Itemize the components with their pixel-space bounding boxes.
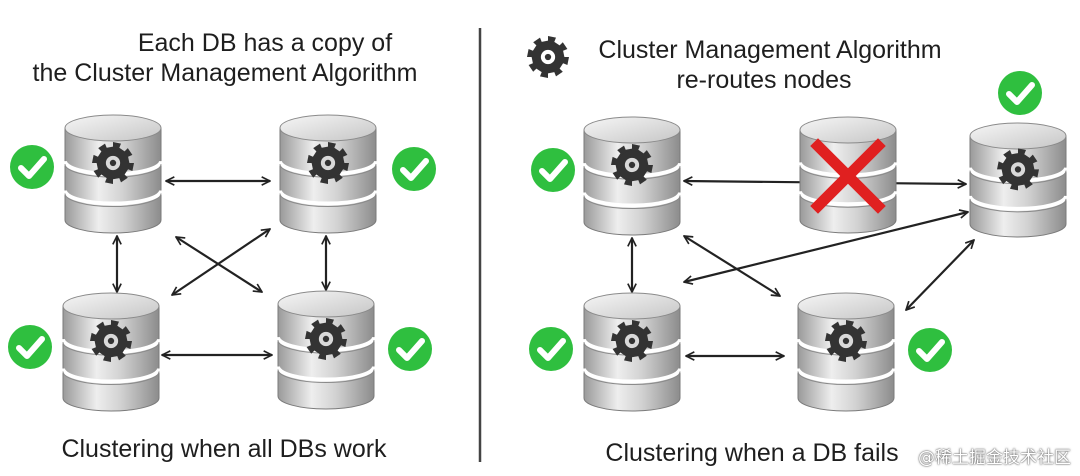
- cross-icon: [810, 138, 886, 214]
- database-icon: [276, 290, 376, 410]
- check-layer: [8, 71, 1042, 372]
- database-icon: [63, 114, 163, 234]
- check-icon: [908, 328, 952, 372]
- database-icon: [968, 122, 1068, 238]
- gear-icon: [997, 148, 1039, 191]
- database-icon: [278, 114, 378, 234]
- gear-icon: [527, 36, 569, 78]
- right-caption: Clustering when a DB fails: [605, 439, 899, 467]
- gear-icon: [825, 320, 867, 362]
- watermark: @稀土掘金技术社区: [918, 448, 1071, 468]
- gear-icon: [305, 318, 347, 360]
- left-title-line2: the Cluster Management Algorithm: [32, 59, 418, 87]
- database-icon: [61, 292, 161, 412]
- right-arrows: [632, 181, 974, 356]
- check-icon: [10, 145, 54, 189]
- right-title-line1: Cluster Management Algorithm: [598, 36, 942, 64]
- gear-icon: [527, 36, 569, 78]
- left-arrows: [117, 181, 326, 355]
- gear-icon: [611, 320, 653, 362]
- arrow-far-right-to-bottom: [906, 240, 974, 310]
- gear-icon: [90, 320, 132, 362]
- check-icon: [392, 147, 436, 191]
- gear-icon: [611, 144, 653, 186]
- right-title-line2: re-routes nodes: [676, 66, 852, 94]
- gear-icon: [92, 142, 134, 184]
- database-icon: [796, 292, 896, 412]
- check-icon: [529, 327, 573, 371]
- check-icon: [998, 71, 1042, 115]
- arrow-diagonal-b: [172, 229, 270, 295]
- gear-icon: [307, 142, 349, 184]
- left-title-line1: Each DB has a copy of: [137, 29, 393, 57]
- database-icon: [582, 292, 682, 412]
- check-icon: [8, 325, 52, 369]
- arrow-diag-to-bottom-right: [684, 236, 780, 296]
- arrow-diag-to-far-right: [684, 212, 968, 282]
- database-icon: [582, 116, 682, 236]
- left-caption: Clustering when all DBs work: [61, 435, 387, 463]
- check-icon: [388, 327, 432, 371]
- check-icon: [531, 148, 575, 192]
